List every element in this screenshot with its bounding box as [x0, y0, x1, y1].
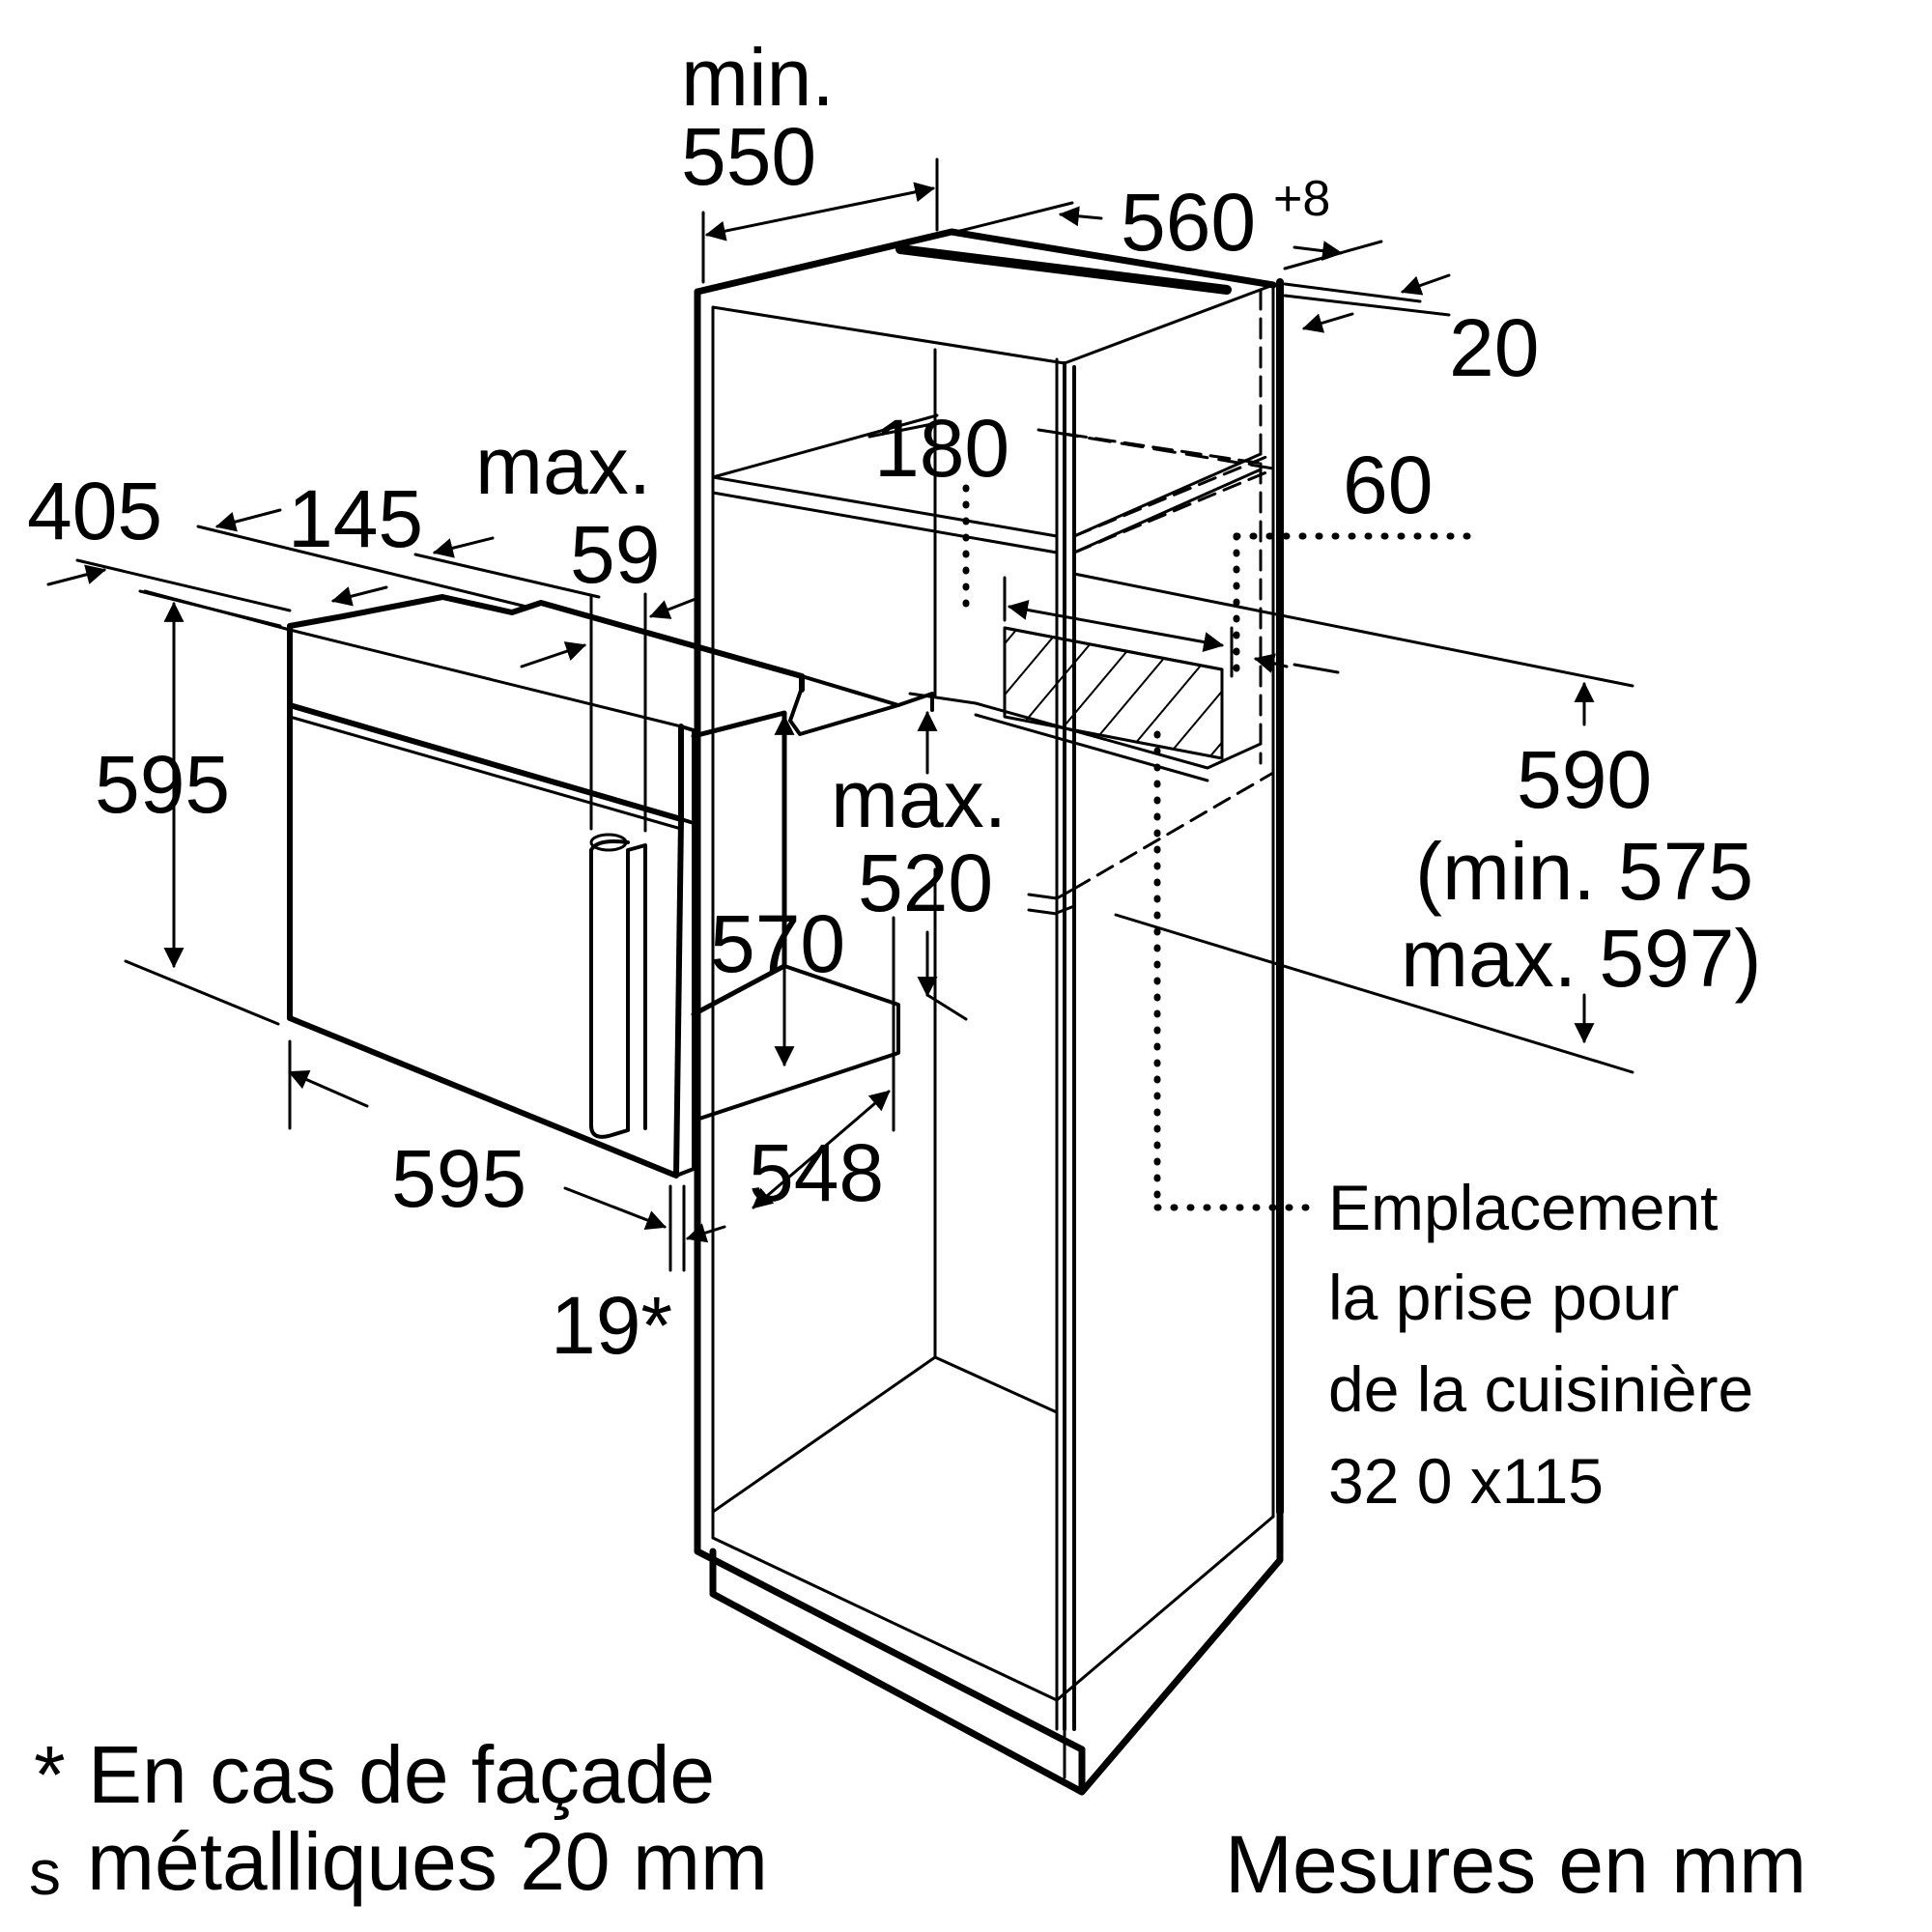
dotted-guides [962, 484, 1472, 1211]
niche-bottom-shelf-front [974, 713, 1209, 782]
dim-405-arrow [46, 564, 107, 586]
oven-door-top-line [288, 715, 683, 831]
label-max-520: max. [831, 753, 1008, 844]
label-60: 60 [1343, 440, 1434, 530]
label-405: 405 [27, 466, 163, 556]
socket-note-line-3: de la cuisinière [1328, 1353, 1754, 1425]
oven-side-front [692, 964, 900, 1122]
socket-note-line-4: 32 0 x115 [1328, 1445, 1605, 1517]
label-520: 520 [858, 838, 994, 928]
oven-handle-cap [589, 833, 628, 852]
dim-560-arrow-left [1058, 206, 1103, 227]
dim-560-arrow-right [1293, 241, 1344, 262]
dim-60-ext [1293, 663, 1340, 674]
footnote-line-2: métalliques 20 mm [87, 1816, 768, 1907]
label-145: 145 [288, 473, 424, 564]
plinth [709, 1508, 1284, 1796]
socket-note-line-1: Emplacement [1328, 1172, 1719, 1243]
oven-door-side [674, 817, 696, 1178]
dim-590-ext-top [1072, 572, 1634, 688]
label-20: 20 [1449, 302, 1540, 393]
dim-548-arrow [752, 1090, 891, 1209]
dim-145-arrow [214, 508, 282, 532]
oven-top-depth [788, 686, 900, 736]
dim-20-arrow-bot [1301, 312, 1354, 333]
upper-shelf [711, 452, 1263, 554]
oven [287, 594, 934, 1179]
dim-180-ext-right [1037, 428, 1265, 466]
cabinet [694, 228, 1284, 1796]
dim-595w-arrow-left [288, 1069, 369, 1108]
upper-shelf-inner [711, 413, 939, 479]
upper-shelf-dashed-top [1055, 431, 1275, 470]
label-590-max: max. 597) [1401, 913, 1762, 1004]
cabinet-top-back-rail [895, 244, 1232, 295]
label-570: 570 [710, 898, 846, 989]
oven-panel-side [679, 724, 696, 821]
dim-20-arrow-top [1401, 273, 1451, 296]
oven-handle [589, 843, 647, 1139]
upper-shelf-dashed [1072, 452, 1275, 554]
dim-145-arrow3 [432, 536, 495, 558]
label-59: 59 [570, 509, 661, 600]
dim-19-arrow [685, 1223, 726, 1243]
dim-180-ext-left [867, 421, 939, 439]
dim-560-ext-right [1283, 240, 1383, 270]
dim-520-ext-side2 [925, 993, 968, 1021]
dim-145-ext3 [413, 553, 601, 599]
floor-edge [711, 1515, 1275, 1702]
dim-20-a [1283, 282, 1422, 303]
footnote-prefix: s [29, 1836, 61, 1908]
label-19: 19* [551, 1280, 673, 1371]
dim-595h-ext-bot [124, 959, 280, 1026]
units-note: Mesures en mm [1225, 1819, 1807, 1910]
dim-20-b [1283, 294, 1451, 317]
label-max-59: max. [475, 420, 652, 511]
label-590: 590 [1517, 734, 1653, 825]
label-min: min. [681, 32, 835, 123]
footnote-line-1: * En cas de façade [34, 1729, 716, 1820]
lower-shelf-dashed [1072, 771, 1275, 891]
dim-595w-arrow-right [563, 1186, 667, 1230]
oven-panel-top [287, 625, 684, 822]
dimension-lines [46, 157, 1634, 1272]
dim-405-ext [75, 558, 292, 612]
dim-550-arrow [704, 182, 936, 242]
label-548: 548 [749, 1127, 885, 1218]
dim-560-ext [954, 201, 1074, 234]
dim-145-ext [196, 525, 528, 609]
cabinet-front-post [1063, 361, 1076, 1731]
oven-handle-top [589, 839, 630, 852]
dim-590-ext-bot [1114, 913, 1634, 1074]
dim-145-arrow2 [330, 585, 388, 607]
label-595-height: 595 [95, 739, 231, 830]
oven-panel-strip [288, 628, 683, 728]
lower-shelf [1055, 887, 1076, 915]
dim-59-arrow-right [649, 597, 697, 619]
label-560-tolerance: +8 [1273, 171, 1331, 227]
label-590-min: (min. 575 [1415, 826, 1754, 917]
oven-top-right [800, 674, 934, 712]
dim-180-arrow [1007, 600, 1225, 652]
dim-520-ext-bot [1027, 908, 1059, 916]
dim-60-arrow [1253, 653, 1289, 673]
cabinet-front-frame [694, 288, 1086, 1753]
dim-595h-ext-top [138, 589, 282, 628]
label-550: 550 [681, 111, 817, 202]
socket-note-line-2: la prise pour [1328, 1262, 1680, 1333]
oven-door [287, 702, 684, 1179]
oven-top [287, 594, 805, 693]
label-560: 560 [1121, 177, 1257, 268]
cabinet-top-edge [694, 228, 1277, 296]
dim-59-arrow-left [520, 641, 586, 668]
label-595-width: 595 [391, 1133, 527, 1224]
floor-panel [933, 1355, 1059, 1414]
niche-bottom-shelf [908, 692, 1263, 770]
label-180: 180 [874, 403, 1010, 494]
dim-520-ext-top [1027, 893, 1059, 900]
